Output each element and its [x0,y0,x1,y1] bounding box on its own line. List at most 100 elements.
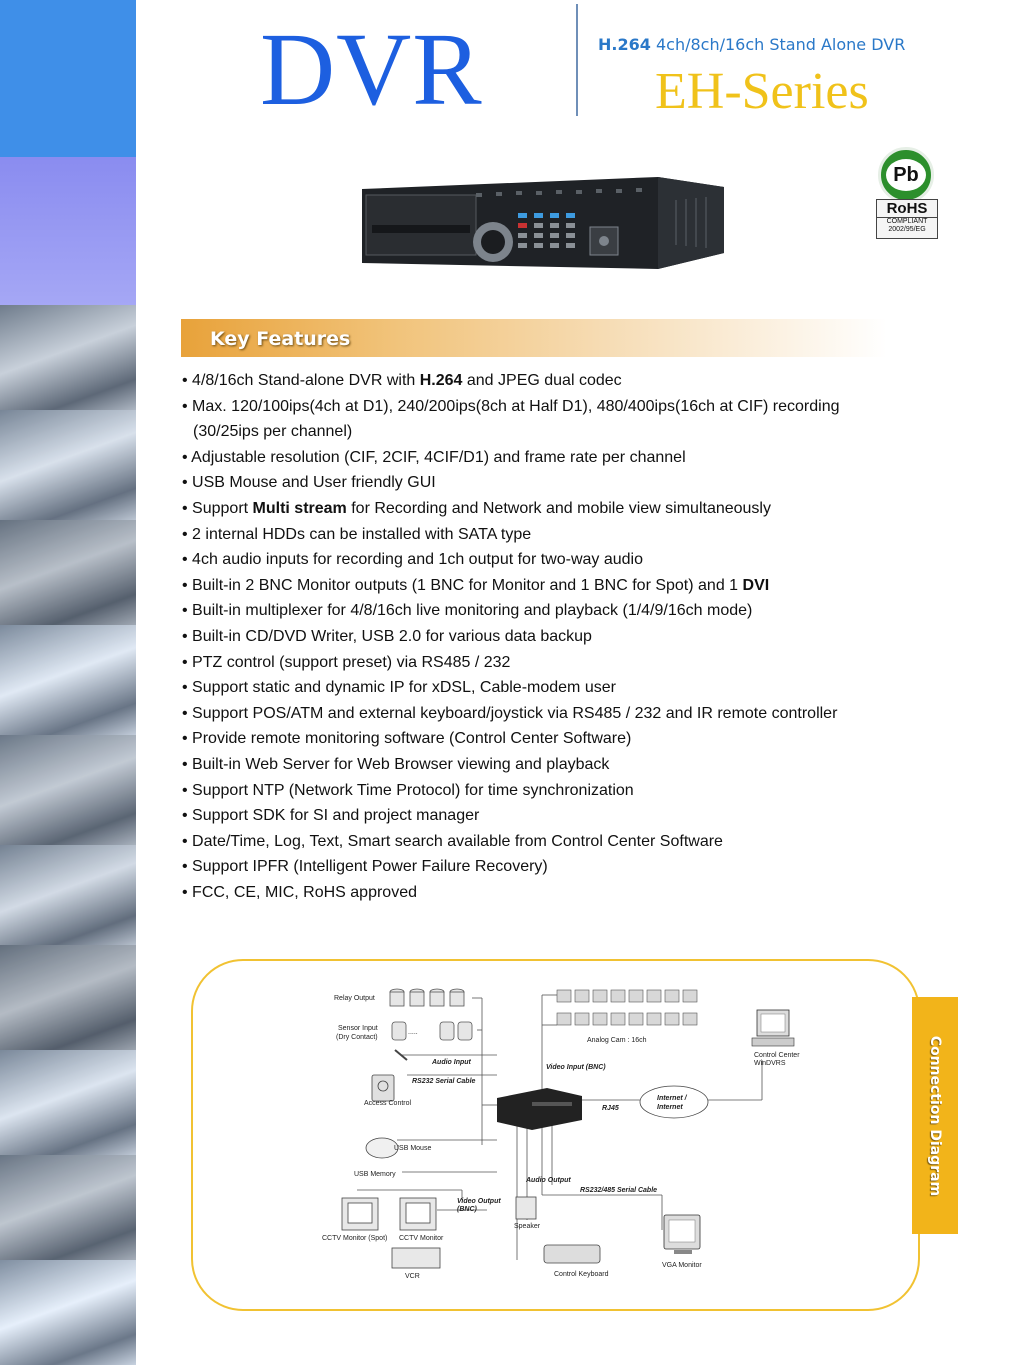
dvr-product-image [362,177,724,269]
label-internet-2: Internet [657,1104,683,1111]
label-sensor-dots: ..... [408,1029,418,1036]
feature-text-end: for Recording and Network and mobile vie… [346,499,771,517]
feature-text: • Support IPFR (Intelligent Power Failur… [182,858,548,876]
strip-photo-traffic [0,1260,136,1365]
connection-diagram-tab-label: Connection Diagram [927,1035,943,1196]
feature-item: • Built-in 2 BNC Monitor outputs (1 BNC … [182,573,942,599]
feature-text: • USB Mouse and User friendly GUI [182,474,436,492]
label-video-input: Video Input (BNC) [546,1064,606,1071]
cctv-monitors [341,1197,437,1231]
feature-item: • PTZ control (support preset) via RS485… [182,650,942,676]
feature-text: • Support SDK for SI and project manager [182,807,480,825]
strip-blue-block [0,0,136,157]
speaker-icon [515,1196,537,1220]
feature-item: • Built-in Web Server for Web Browser vi… [182,752,942,778]
key-features-list: • 4/8/16ch Stand-alone DVR with H.264 an… [182,368,942,905]
microphone-icon [394,1049,408,1061]
feature-item: • 4ch audio inputs for recording and 1ch… [182,547,942,573]
rohs-badge: RoHS COMPLIANT 2002/95/EG [876,199,938,239]
label-analog-cam: Analog Cam : 16ch [587,1037,647,1044]
label-dry-contact: (Dry Contact) [336,1034,378,1041]
key-features-title: Key Features [210,328,351,350]
feature-text: • Date/Time, Log, Text, Smart search ava… [182,832,723,850]
feature-item: • USB Mouse and User friendly GUI [182,470,942,496]
feature-item: • Support static and dynamic IP for xDSL… [182,675,942,701]
feature-item: • FCC, CE, MIC, RoHS approved [182,880,942,906]
feature-text: • Support static and dynamic IP for xDSL… [182,679,616,697]
label-vcr: VCR [405,1273,420,1280]
subtitle-text: 4ch/8ch/16ch Stand Alone DVR [650,35,906,54]
rohs-badge-compliant: COMPLIANT [886,218,928,225]
strip-photo-building [0,520,136,625]
feature-item: • Provide remote monitoring software (Co… [182,726,942,752]
control-keyboard-icon [543,1244,601,1264]
strip-photo-car [0,625,136,735]
feature-emphasis: DVI [742,576,770,594]
label-control-keyboard: Control Keyboard [554,1271,609,1278]
lead-free-badge: Pb [878,147,934,203]
feature-text: • PTZ control (support preset) via RS485… [182,653,511,671]
label-access-control: Access Control [364,1100,412,1107]
feature-item: • Adjustable resolution (CIF, 2CIF, 4CIF… [182,445,942,471]
strip-photo-skyline [0,1050,136,1155]
header-divider [576,4,578,116]
label-usb-memory: USB Memory [354,1171,396,1178]
label-rs232-485-cable: RS232/485 Serial Cable [580,1187,657,1194]
strip-violet-block [0,157,136,305]
label-video-output-bnc: (BNC) [457,1206,477,1213]
label-video-output: Video Output [457,1198,501,1205]
label-rs232-serial-cable: RS232 Serial Cable [412,1078,476,1085]
label-audio-input: Audio Input [431,1059,472,1066]
strip-photo-eye [0,305,136,410]
strip-photo-city [0,410,136,520]
product-subtitle: H.264 4ch/8ch/16ch Stand Alone DVR [598,35,905,54]
feature-text: (30/25ips per channel) [193,423,353,441]
strip-photo-tower [0,945,136,1050]
label-rj45: RJ45 [602,1105,619,1112]
feature-item: • 4/8/16ch Stand-alone DVR with H.264 an… [182,368,942,394]
feature-item: (30/25ips per channel) [182,419,942,445]
connection-diagram-tab: Connection Diagram [912,997,958,1234]
feature-text: • Built-in CD/DVD Writer, USB 2.0 for va… [182,627,592,645]
feature-text: • Built-in multiplexer for 4/8/16ch live… [182,602,753,620]
subtitle-codec: H.264 [598,35,651,54]
feature-text: • 4/8/16ch Stand-alone DVR with [182,372,420,389]
label-sensor-input: Sensor Input [338,1025,378,1032]
feature-text: • 4ch audio inputs for recording and 1ch… [182,551,643,569]
feature-text: • Support [182,499,253,517]
internet-cloud-icon [639,1085,709,1119]
label-audio-output: Audio Output [525,1177,571,1184]
diagram-wires [357,994,763,1260]
feature-text: • Support POS/ATM and external keyboard/… [182,704,838,722]
decorative-strip [0,0,136,1365]
feature-item: • Built-in CD/DVD Writer, USB 2.0 for va… [182,624,942,650]
strip-photo-meeting [0,1155,136,1260]
feature-item: • Built-in multiplexer for 4/8/16ch live… [182,598,942,624]
page-title: DVR [260,12,483,127]
feature-text: • Built-in 2 BNC Monitor outputs (1 BNC … [182,576,743,594]
diagram-dvr-unit [497,1088,582,1130]
label-speaker: Speaker [514,1223,541,1230]
feature-text: • 2 internal HDDs can be installed with … [182,525,532,543]
feature-text: • Adjustable resolution (CIF, 2CIF, 4CIF… [182,448,686,466]
feature-text-end: and JPEG dual codec [462,372,622,389]
label-control-center: Control Center [754,1052,800,1059]
feature-text: • Support NTP (Network Time Protocol) fo… [182,781,634,799]
label-cctv-monitor: CCTV Monitor [399,1235,444,1242]
vga-monitor-icon [663,1214,701,1254]
strip-photo-hall [0,845,136,945]
feature-item: • Support SDK for SI and project manager [182,803,942,829]
label-windvrs: WinDVRS [754,1060,786,1067]
feature-item: • Support IPFR (Intelligent Power Failur… [182,854,942,880]
feature-item: • Max. 120/100ips(4ch at D1), 240/200ips… [182,394,942,420]
label-cctv-monitor-spot: CCTV Monitor (Spot) [322,1235,387,1242]
relay-output-devices [389,988,465,1007]
key-features-banner [181,319,887,357]
label-vga-monitor: VGA Monitor [662,1262,702,1269]
strip-photo-people [0,735,136,845]
feature-item: • 2 internal HDDs can be installed with … [182,522,942,548]
feature-text: • Provide remote monitoring software (Co… [182,730,632,748]
feature-text: • Max. 120/100ips(4ch at D1), 240/200ips… [182,397,840,415]
feature-item: • Date/Time, Log, Text, Smart search ava… [182,829,942,855]
control-center-pc-icon [751,1009,795,1047]
